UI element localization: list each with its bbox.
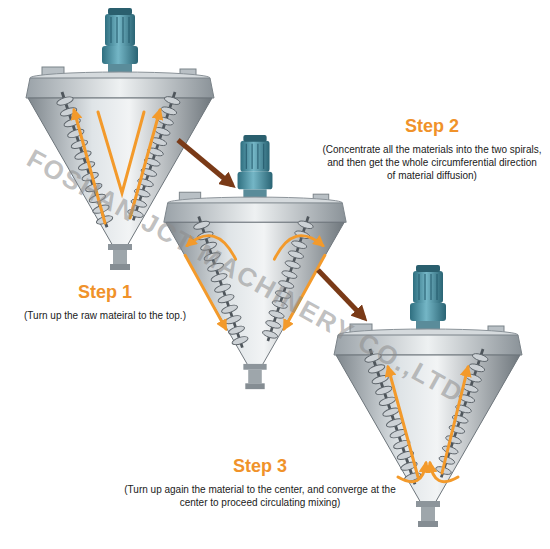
step-heading: Step 3 (124, 456, 396, 477)
step-caption: Step 3 (Turn up again the material to the… (120, 454, 400, 511)
step-caption: Step 1 (Turn up the raw mateiral to the t… (5, 280, 205, 324)
step-description: (Concentrate all the materials into the … (322, 143, 542, 182)
step-caption: Step 2 (Concentrate all the materials int… (318, 114, 546, 184)
step-heading: Step 1 (9, 282, 201, 303)
step-description: (Turn up the raw mateiral to the top.) (9, 309, 201, 322)
step-description: (Turn up again the material to the cente… (124, 483, 396, 509)
step-heading: Step 2 (322, 116, 542, 137)
